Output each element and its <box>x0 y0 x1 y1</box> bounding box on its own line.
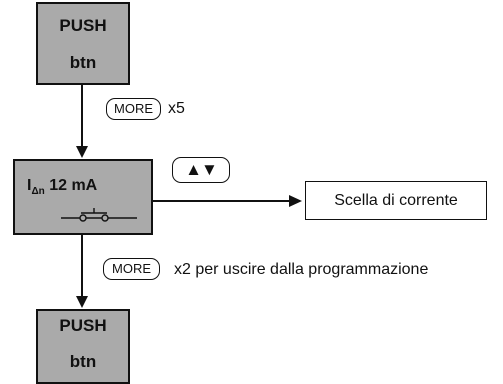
switch-icon <box>61 208 137 222</box>
push-label: PUSH <box>59 316 107 335</box>
down-arrow-icon: ▼ <box>201 160 218 179</box>
more-key-icon: MORE <box>103 258 160 280</box>
arrow-down-icon <box>76 146 88 158</box>
current-value-display: IΔn 12 mA <box>27 177 97 197</box>
current-symbol: I <box>27 177 32 194</box>
exit-programming-note: x2 per uscire dalla programmazione <box>174 261 429 278</box>
current-value: 12 mA <box>49 177 98 194</box>
push-btn-top-block: PUSH btn <box>36 2 130 85</box>
connector-line-right <box>153 200 290 202</box>
connector-line-bottom <box>81 235 83 297</box>
btn-label: btn <box>69 352 97 371</box>
more-key-icon: MORE <box>106 98 161 120</box>
arrow-right-icon <box>289 195 302 207</box>
up-down-arrow-key: ▲▼ <box>172 157 230 183</box>
up-arrow-icon: ▲ <box>185 160 202 179</box>
current-setting-block: IΔn 12 mA <box>13 159 153 235</box>
current-symbol-sub: Δn <box>31 186 45 198</box>
btn-label: btn <box>69 53 97 72</box>
arrow-down-icon <box>76 296 88 308</box>
more-count-note: x5 <box>168 100 185 117</box>
connector-line-top <box>81 85 83 147</box>
push-label: PUSH <box>59 16 107 35</box>
current-selection-box: Scella di corrente <box>305 181 487 220</box>
push-btn-bottom-block: PUSH btn <box>36 309 130 384</box>
